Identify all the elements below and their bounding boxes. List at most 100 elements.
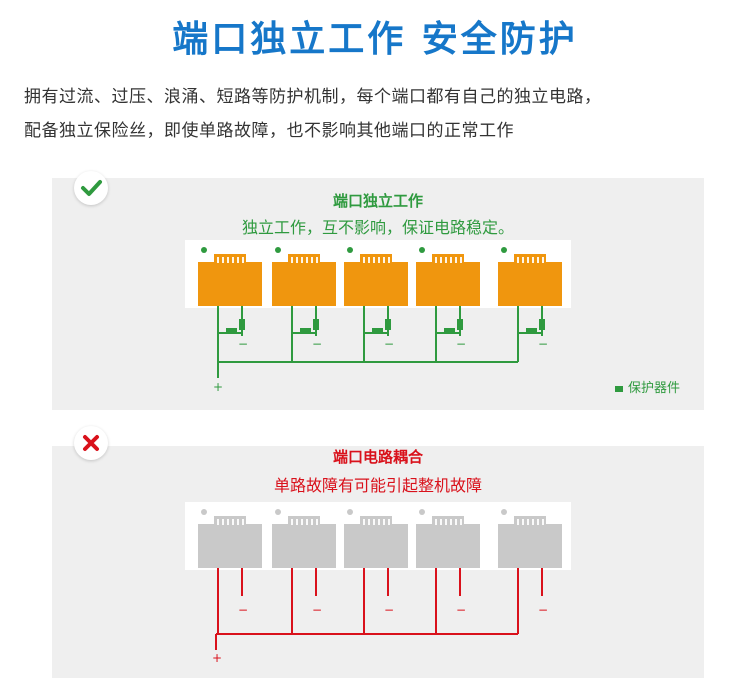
port-pin (542, 257, 544, 263)
port-pin (368, 519, 370, 525)
negative-terminal-label: − (538, 603, 548, 617)
port-pin (237, 257, 239, 263)
negative-terminal-label: − (312, 603, 322, 617)
cross-badge (74, 426, 108, 460)
rj45-port (344, 254, 408, 306)
port-pin (450, 257, 452, 263)
independent-circuit: −−−−− (185, 240, 571, 378)
protection-device (313, 319, 319, 330)
port-pin (527, 519, 529, 525)
rj45-port (272, 254, 336, 306)
check-icon (81, 180, 102, 196)
rj45-port (498, 254, 562, 306)
port-pin (301, 519, 303, 525)
port-pin (232, 257, 234, 263)
port-pin (316, 257, 318, 263)
port-pin (522, 257, 524, 263)
rj45-port (416, 516, 480, 568)
legend-swatch (615, 385, 623, 392)
port-pin (455, 257, 457, 263)
rj45-port (198, 516, 262, 568)
negative-terminal-label: − (538, 337, 548, 351)
negative-terminal-label: − (238, 337, 248, 351)
port-pin (522, 519, 524, 525)
port-pin (242, 257, 244, 263)
port-pin (383, 519, 385, 525)
description-line-1: 拥有过流、过压、浪涌、短路等防护机制，每个端口都有自己的独立电路， (24, 87, 602, 107)
port-pin (291, 257, 293, 263)
port-pin (373, 257, 375, 263)
independent-panel-title: 端口独立工作 (332, 192, 423, 210)
port-pin (537, 519, 539, 525)
port-pin (296, 257, 298, 263)
port-led (201, 509, 207, 515)
port-led (201, 247, 207, 253)
port-pin (440, 257, 442, 263)
negative-terminal-label: − (456, 603, 466, 617)
protection-device (444, 328, 455, 334)
port-pin (517, 257, 519, 263)
protection-device (526, 328, 537, 334)
port-pin (296, 519, 298, 525)
port-pin (537, 257, 539, 263)
port-pin (311, 519, 313, 525)
port-pin (363, 519, 365, 525)
port-pin (242, 519, 244, 525)
legend: 保护器件 (615, 377, 680, 396)
port-led (347, 247, 353, 253)
port-pin (460, 519, 462, 525)
cross-icon (83, 435, 99, 451)
port-pin (217, 257, 219, 263)
port-pin (445, 519, 447, 525)
port-pin (440, 519, 442, 525)
independent-panel: −−−−− 端口独立工作 独立工作，互不影响，保证电路稳定。 + 保护器件 (52, 178, 704, 410)
port-pin (383, 257, 385, 263)
negative-terminal-label: − (384, 603, 394, 617)
port-pin (517, 519, 519, 525)
port-pin (542, 519, 544, 525)
positive-terminal-label: + (212, 651, 223, 665)
rj45-port (344, 516, 408, 568)
independent-panel-subtitle: 独立工作，互不影响，保证电路稳定。 (241, 218, 514, 237)
protection-device (372, 328, 383, 334)
port-led (347, 509, 353, 515)
port-led (275, 247, 281, 253)
legend-label: 保护器件 (628, 381, 681, 396)
port-pin (368, 257, 370, 263)
page-title: 端口独立工作 安全防护 (172, 19, 578, 60)
port-pin (316, 519, 318, 525)
negative-terminal-label: − (238, 603, 248, 617)
port-pin (455, 519, 457, 525)
protection-device (457, 319, 463, 330)
coupled-panel-title: 端口电路耦合 (332, 448, 423, 466)
port-pin (378, 257, 380, 263)
port-led (419, 509, 425, 515)
protection-device (239, 319, 245, 330)
coupled-panel: − − − − − 端口电路耦合 单路故障有可能引起整机故障 + (52, 446, 704, 678)
port-pin (301, 257, 303, 263)
coupled-panel-subtitle: 单路故障有可能引起整机故障 (273, 476, 482, 495)
rj45-port (272, 516, 336, 568)
port-pin (232, 519, 234, 525)
port-pin (445, 257, 447, 263)
port-pin (227, 519, 229, 525)
positive-terminal-label: + (213, 380, 224, 394)
description-line-2: 配备独立保险丝，即使单路故障，也不影响其他端口的正常工作 (24, 121, 514, 141)
port-pin (222, 519, 224, 525)
port-pin (311, 257, 313, 263)
negative-terminal-label: − (384, 337, 394, 351)
port-led (419, 247, 425, 253)
port-pin (306, 257, 308, 263)
port-pin (388, 257, 390, 263)
rj45-port (198, 254, 262, 306)
protection-device (385, 319, 391, 330)
port-pin (532, 257, 534, 263)
protection-device (539, 319, 545, 330)
port-pin (237, 519, 239, 525)
check-badge (74, 171, 108, 205)
port-pin (373, 519, 375, 525)
port-led (275, 509, 281, 515)
port-pin (378, 519, 380, 525)
port-pin (450, 519, 452, 525)
negative-terminal-label: − (456, 337, 466, 351)
